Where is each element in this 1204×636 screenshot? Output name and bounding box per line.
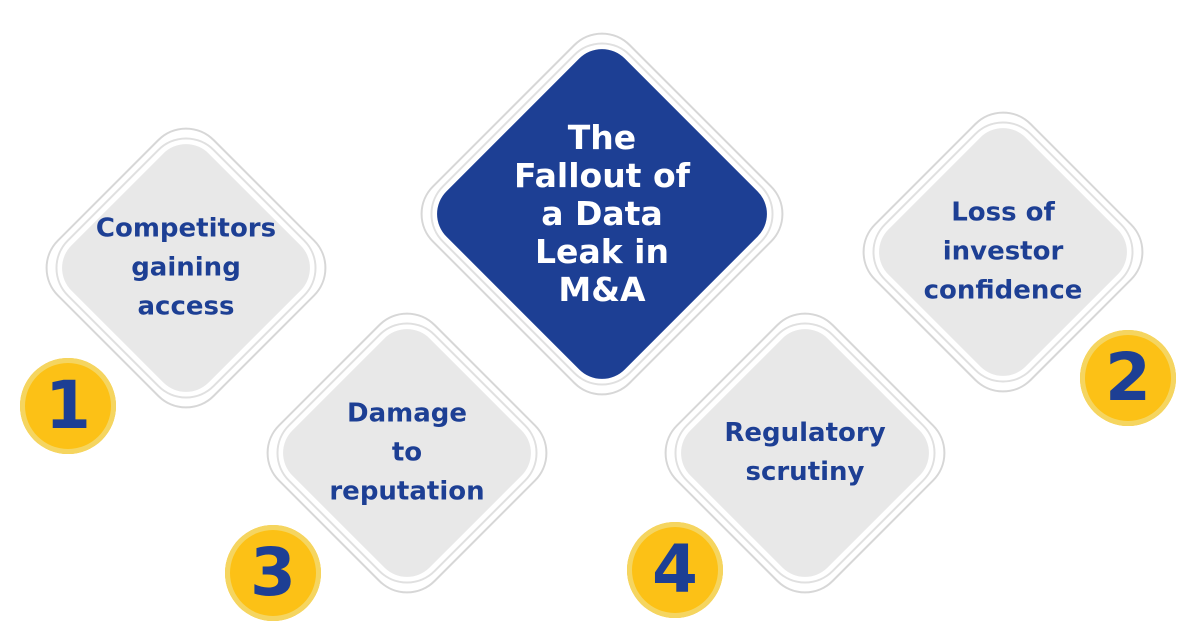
number-1: 1: [45, 367, 91, 444]
diamond-item-2: Loss of investor confidence: [846, 95, 1160, 409]
diamond-center-title: The Fallout of a Data Leak in M&A: [402, 14, 802, 414]
diamond-item-1: Competitors gaining access: [29, 111, 343, 425]
number-badge-2: 2: [1080, 330, 1176, 426]
diamond-item-4: Regulatory scrutiny: [648, 296, 962, 610]
item-3-text: Damage to reputation: [329, 398, 485, 507]
number-2: 2: [1105, 339, 1151, 416]
item-1-text: Competitors gaining access: [95, 213, 277, 322]
center-title: The Fallout of a Data Leak in M&A: [514, 118, 690, 309]
number-badge-3: 3: [225, 525, 321, 621]
diamond-item-3: Damage to reputation: [250, 296, 564, 610]
item-4-text: Regulatory scrutiny: [724, 418, 886, 487]
number-3: 3: [250, 534, 296, 611]
item-2-text: Loss of investor confidence: [923, 197, 1083, 306]
number-badge-4: 4: [627, 522, 723, 618]
number-badge-1: 1: [20, 358, 116, 454]
number-4: 4: [652, 531, 698, 608]
